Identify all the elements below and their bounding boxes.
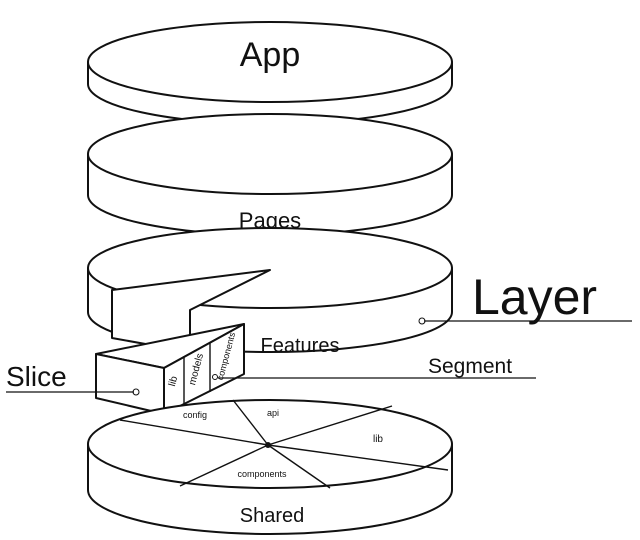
callout-slice-label: Slice [6,361,67,392]
shared-segment-components-label: components [237,469,287,479]
layer-features-disc: Features [87,227,453,357]
layer-features-label: Features [261,335,340,357]
callout-segment: Segment [218,355,536,379]
layer-shared-label: Shared [240,505,305,527]
segment-marker [212,374,218,380]
layer-app-disc: App [87,21,453,125]
shared-segment-config-label: config [183,410,207,420]
layer-app-label: App [240,36,301,74]
segment-lib-label: lib [167,375,180,388]
shared-segment-api-label: api [267,408,279,418]
slice-wedge: lib models components [95,323,245,415]
callout-layer-label: Layer [472,269,597,325]
callout-layer: Layer [424,269,632,325]
layer-shared-disc: config api lib components Shared [87,399,453,535]
callout-slice: Slice [6,361,134,393]
layer-pages-disc: Pages [87,113,453,236]
callout-segment-label: Segment [428,355,512,378]
shared-segment-lib-label: lib [373,434,383,445]
